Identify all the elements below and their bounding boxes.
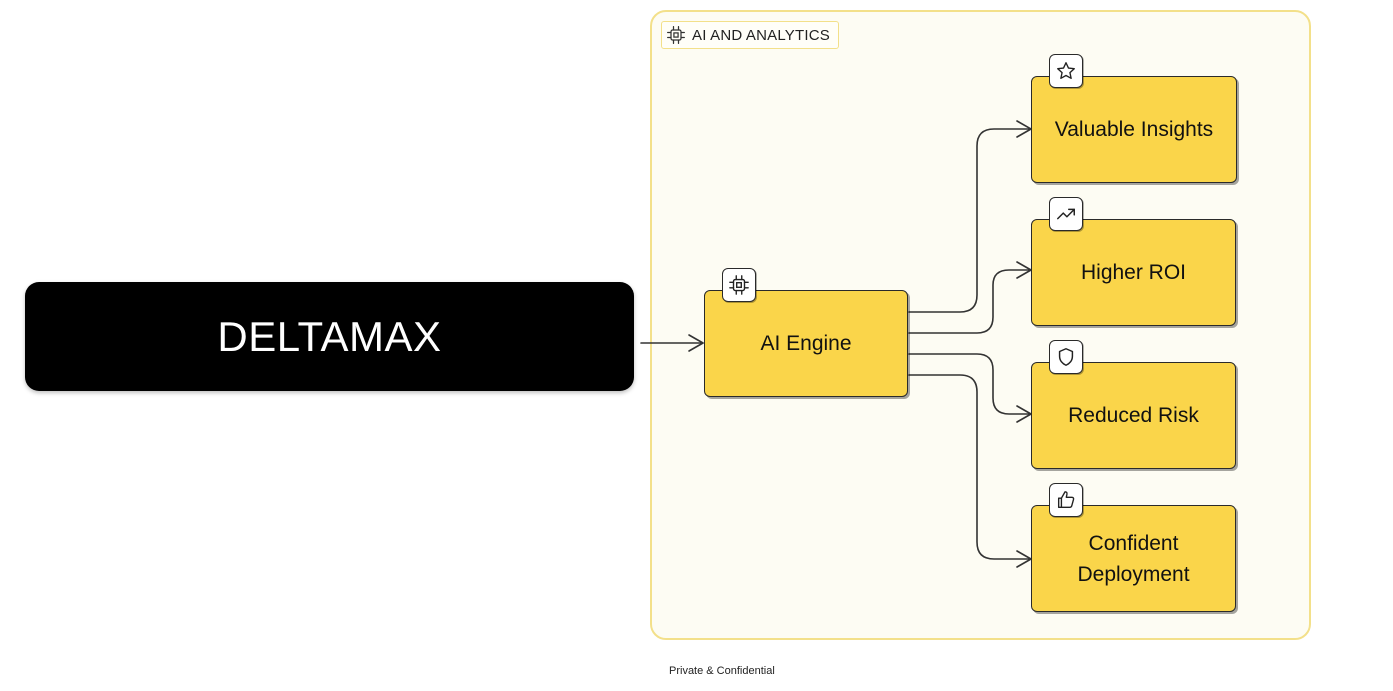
trend-up-icon bbox=[1049, 197, 1083, 231]
outcome-label: Reduced Risk bbox=[1068, 404, 1199, 427]
cpu-chip-icon bbox=[666, 25, 686, 45]
outcome-label: Confident Deployment bbox=[1077, 531, 1190, 586]
deltamax-label: DELTAMAX bbox=[217, 312, 442, 360]
confidentiality-footer: Private & Confidential bbox=[669, 665, 775, 677]
ai-engine-label: AI Engine bbox=[760, 332, 852, 355]
outcome-node-reduced-risk: Reduced Risk bbox=[1031, 362, 1236, 469]
ai-engine-node: AI Engine bbox=[704, 290, 908, 397]
outcome-node-confident-deployment: Confident Deployment bbox=[1031, 505, 1236, 612]
outcome-node-valuable-insights: Valuable Insights bbox=[1031, 76, 1237, 183]
shield-icon bbox=[1049, 340, 1083, 374]
deltamax-block: DELTAMAX bbox=[25, 282, 634, 391]
thumbs-up-icon bbox=[1049, 483, 1083, 517]
group-label: AI AND ANALYTICS bbox=[661, 21, 839, 49]
cpu-chip-icon bbox=[722, 268, 756, 302]
star-icon bbox=[1049, 54, 1083, 88]
outcome-label: Higher ROI bbox=[1080, 261, 1187, 284]
outcome-label: Valuable Insights bbox=[1054, 118, 1214, 141]
outcome-node-higher-roi: Higher ROI bbox=[1031, 219, 1236, 326]
group-label-text: AI AND ANALYTICS bbox=[692, 26, 830, 44]
